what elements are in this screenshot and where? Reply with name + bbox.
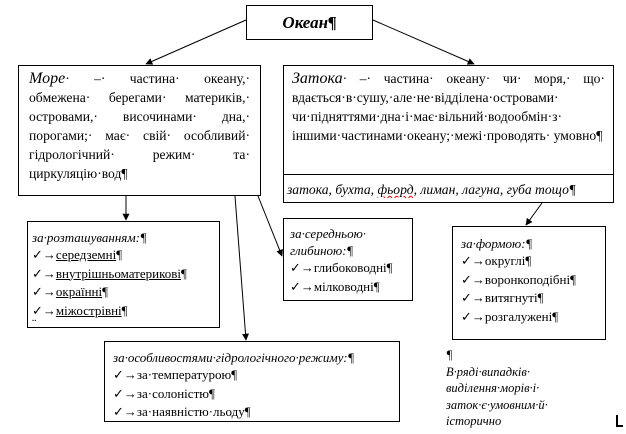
list-item: ✓→глибоководні¶ bbox=[290, 260, 393, 275]
arrow-sea-to-depth bbox=[257, 195, 283, 257]
list-item: ✓→за·наявністю·льоду¶ bbox=[113, 404, 251, 419]
arrow-ocean-to-bay bbox=[372, 19, 475, 65]
bay-definition: Затока· –· частина· океану· чи· моря,· щ… bbox=[284, 66, 613, 174]
by-shape-box: за·формою:¶ ✓→округлі¶ ✓→воронкоподібні¶… bbox=[452, 226, 606, 340]
list-item: ✓→мілководні¶ bbox=[290, 278, 380, 294]
trailing-mark: ¨ bbox=[32, 316, 37, 331]
list-item: ✓→за·солоністю¶ bbox=[113, 385, 215, 401]
by-shape-title: за·формою:¶ bbox=[461, 236, 533, 251]
bay-definition-box: Затока· –· частина· океану· чи· моря,· щ… bbox=[283, 65, 614, 203]
fiord-word: фьорд bbox=[377, 182, 414, 197]
arrow-bay-to-shape bbox=[525, 202, 543, 226]
footnote: ¶ В·ряді·випадків· виділення·морів·і· за… bbox=[446, 347, 576, 430]
sea-term: Море bbox=[29, 70, 66, 87]
list-item: ✓→розгалужені¶ bbox=[461, 308, 559, 324]
list-item: ✓→воронкоподібні¶ bbox=[461, 271, 576, 287]
by-hydro-title: за·особливостями·гідрологічного·режиму:¶ bbox=[113, 350, 355, 365]
list-item: ✓→внутрішньоматерикові¶ bbox=[32, 265, 187, 281]
bay-term: Затока bbox=[292, 70, 343, 87]
sea-definition-text: · –· частина· океану,· обмежена· берегам… bbox=[29, 71, 250, 181]
footnote-mark: ¶ bbox=[446, 348, 453, 362]
ocean-title: Океан¶ bbox=[282, 12, 337, 32]
list-item: ✓→міжострівні¶ bbox=[32, 302, 128, 318]
by-hydro-box: за·особливостями·гідрологічного·режиму:¶… bbox=[104, 341, 400, 422]
by-location-title: за·розташуванням:¶ bbox=[32, 230, 147, 245]
list-item: ✓→середземні¶ bbox=[32, 247, 123, 262]
sea-definition: Море· –· частина· океану,· обмежена· бер… bbox=[29, 69, 250, 183]
by-location-box: за·розташуванням:¶ ✓→середземні¶ ✓→внутр… bbox=[27, 221, 220, 331]
bay-examples: затока, бухта, фьорд, лиман, лагуна, губ… bbox=[287, 182, 577, 197]
bay-definition-text: · –· частина· океану· чи· моря,· що· вда… bbox=[292, 71, 605, 143]
arrow-sea-to-hydro bbox=[234, 195, 250, 341]
list-item: ✓→за·температурою¶ bbox=[113, 367, 238, 382]
bay-divider bbox=[284, 174, 613, 175]
list-item: ✓→окраїнні¶ bbox=[32, 284, 109, 299]
list-item: ✓→округлі¶ bbox=[461, 253, 532, 268]
page-marker-icon bbox=[616, 415, 623, 427]
arrow-ocean-to-sea bbox=[145, 19, 247, 65]
footnote-text: В·ряді·випадків· виділення·морів·і· зато… bbox=[446, 364, 548, 429]
list-item: ✓→витягнуті¶ bbox=[461, 290, 544, 305]
ocean-title-box: Океан¶ bbox=[246, 5, 373, 40]
by-depth-box: за·середньою· глибиною:¶ ✓→глибоководні¶… bbox=[283, 218, 413, 301]
by-depth-title: за·середньою· глибиною:¶ bbox=[290, 226, 366, 258]
sea-definition-box: Море· –· частина· океану,· обмежена· бер… bbox=[18, 65, 261, 196]
